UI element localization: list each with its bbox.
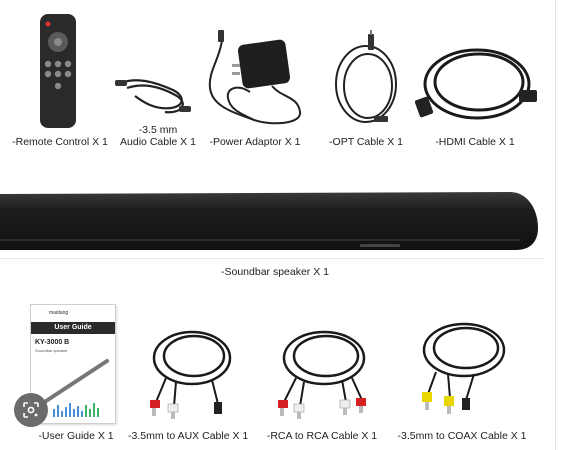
optical-cable-caption: -OPT Cable X 1 xyxy=(329,136,403,148)
audio-cable-caption-line2: Audio Cable X 1 xyxy=(120,136,196,148)
google-lens-icon[interactable] xyxy=(14,393,48,427)
power-adaptor-caption: -Power Adaptor X 1 xyxy=(209,136,301,148)
right-edge-divider xyxy=(555,0,556,450)
user-guide-illustration xyxy=(41,359,109,417)
power-adaptor-image xyxy=(208,30,301,125)
aux-cable-image xyxy=(150,330,232,419)
coax-cable-caption: -3.5mm to COAX Cable X 1 xyxy=(397,430,527,442)
audio-cable-caption-line1: -3.5 mm xyxy=(138,124,178,136)
audio-cable-image xyxy=(115,79,191,114)
optical-cable-image xyxy=(335,30,397,123)
user-guide-subtitle: Soundbar speaker xyxy=(35,348,68,353)
aux-cable-caption: -3.5mm to AUX Cable X 1 xyxy=(128,430,249,442)
soundbar-divider xyxy=(0,258,545,259)
user-guide-title: User Guide xyxy=(31,322,115,334)
hdmi-cable-caption: -HDMI Cable X 1 xyxy=(435,136,515,148)
user-guide-model: KY-3000 B xyxy=(35,339,70,346)
rca-cable-image xyxy=(278,330,366,419)
user-guide-caption: -User Guide X 1 xyxy=(38,430,114,442)
user-guide-image: maidang User Guide KY-3000 B Soundbar sp… xyxy=(30,304,116,424)
soundbar-caption: -Soundbar speaker X 1 xyxy=(221,266,329,278)
hdmi-cable-image xyxy=(415,48,537,120)
coax-cable-image xyxy=(422,322,506,414)
lens-glyph-icon xyxy=(23,402,39,418)
soundbar-image xyxy=(0,192,538,250)
rca-cable-caption: -RCA to RCA Cable X 1 xyxy=(266,430,378,442)
user-guide-brand: maidang xyxy=(49,310,69,316)
remote-caption: -Remote Control X 1 xyxy=(12,136,108,148)
remote-control-image xyxy=(40,14,76,128)
